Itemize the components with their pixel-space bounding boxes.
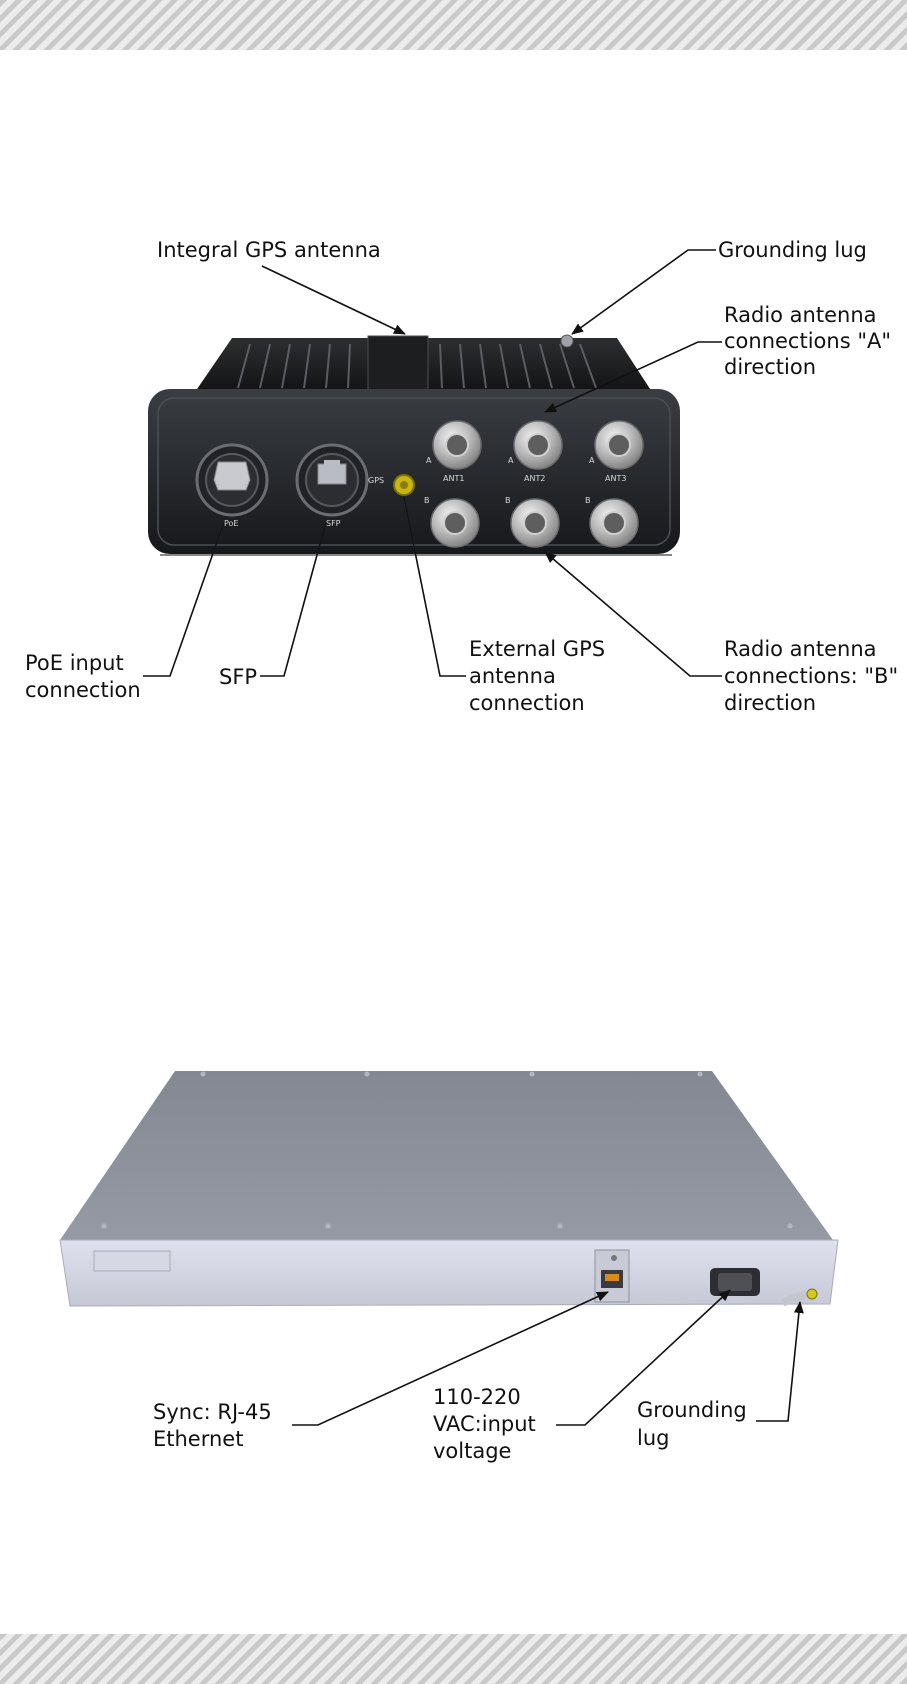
bottom-callouts: Sync: RJ-45 Ethernet 110-220 VAC:input v…	[153, 1290, 800, 1463]
rack-unit-top-cover	[60, 1071, 833, 1240]
ant2-a-connector	[514, 421, 562, 469]
ant2-b-mark: B	[505, 496, 511, 505]
label-radio-b-line2: connections: "B"	[724, 664, 898, 688]
leader-integral-gps	[262, 266, 405, 334]
label-radio-a-line2: connections "A"	[724, 329, 891, 353]
label-grounding-lug-top: Grounding lug	[718, 238, 867, 262]
ant3-label: ANT3	[605, 474, 626, 483]
sync-rj45-port	[595, 1250, 629, 1302]
label-sync-line1: Sync: RJ-45	[153, 1400, 272, 1424]
label-radio-a-line3: direction	[724, 355, 816, 379]
ant1-label: ANT1	[443, 474, 464, 483]
label-poe-line2: connection	[25, 678, 141, 702]
ant2-a-mark: A	[508, 456, 514, 465]
ant3-a-connector	[595, 421, 643, 469]
leader-grounding-lug-top	[572, 250, 716, 334]
label-external-gps-line1: External GPS	[469, 637, 605, 661]
leader-ground-rack	[756, 1302, 800, 1421]
integral-gps-antenna-housing	[368, 336, 428, 394]
ant1-b-mark: B	[424, 496, 430, 505]
label-poe-line1: PoE input	[25, 651, 124, 675]
gps-connector-mark: GPS	[368, 476, 384, 485]
label-integral-gps-antenna: Integral GPS antenna	[157, 238, 381, 262]
ant1-a-connector	[433, 421, 481, 469]
antenna-connectors-b: B B B	[424, 496, 638, 547]
label-ground-rack-line2: lug	[637, 1426, 669, 1450]
antenna-connectors-a: A A A ANT1 ANT2 ANT3	[426, 421, 643, 483]
front-label-plate	[94, 1251, 170, 1271]
label-radio-b-line1: Radio antenna	[724, 637, 877, 661]
ant3-b-mark: B	[585, 496, 591, 505]
label-sync-line2: Ethernet	[153, 1427, 243, 1451]
poe-port-mark: PoE	[224, 519, 239, 528]
label-radio-a-line1: Radio antenna	[724, 303, 877, 327]
sfp-port-mark: SFP	[326, 519, 341, 528]
label-radio-b-line3: direction	[724, 691, 816, 715]
label-sfp: SFP	[219, 665, 257, 689]
grounding-lug-top	[561, 335, 573, 347]
label-ground-rack-line1: Grounding	[637, 1398, 747, 1422]
ant3-a-mark: A	[589, 456, 595, 465]
label-vac-line1: 110-220	[433, 1385, 521, 1409]
ant2-b-connector	[511, 499, 559, 547]
rack-sync-unit	[60, 1071, 838, 1306]
outdoor-radio-unit: PoE SFP GPS	[148, 335, 680, 555]
label-external-gps-line3: connection	[469, 691, 585, 715]
label-vac-line3: voltage	[433, 1439, 511, 1463]
ant1-a-mark: A	[426, 456, 432, 465]
ant3-b-connector	[590, 499, 638, 547]
label-vac-line2: VAC:input	[433, 1412, 536, 1436]
ant2-label: ANT2	[524, 474, 545, 483]
ac-power-inlet	[710, 1268, 760, 1296]
label-external-gps-line2: antenna	[469, 664, 556, 688]
ant1-b-connector	[431, 499, 479, 547]
